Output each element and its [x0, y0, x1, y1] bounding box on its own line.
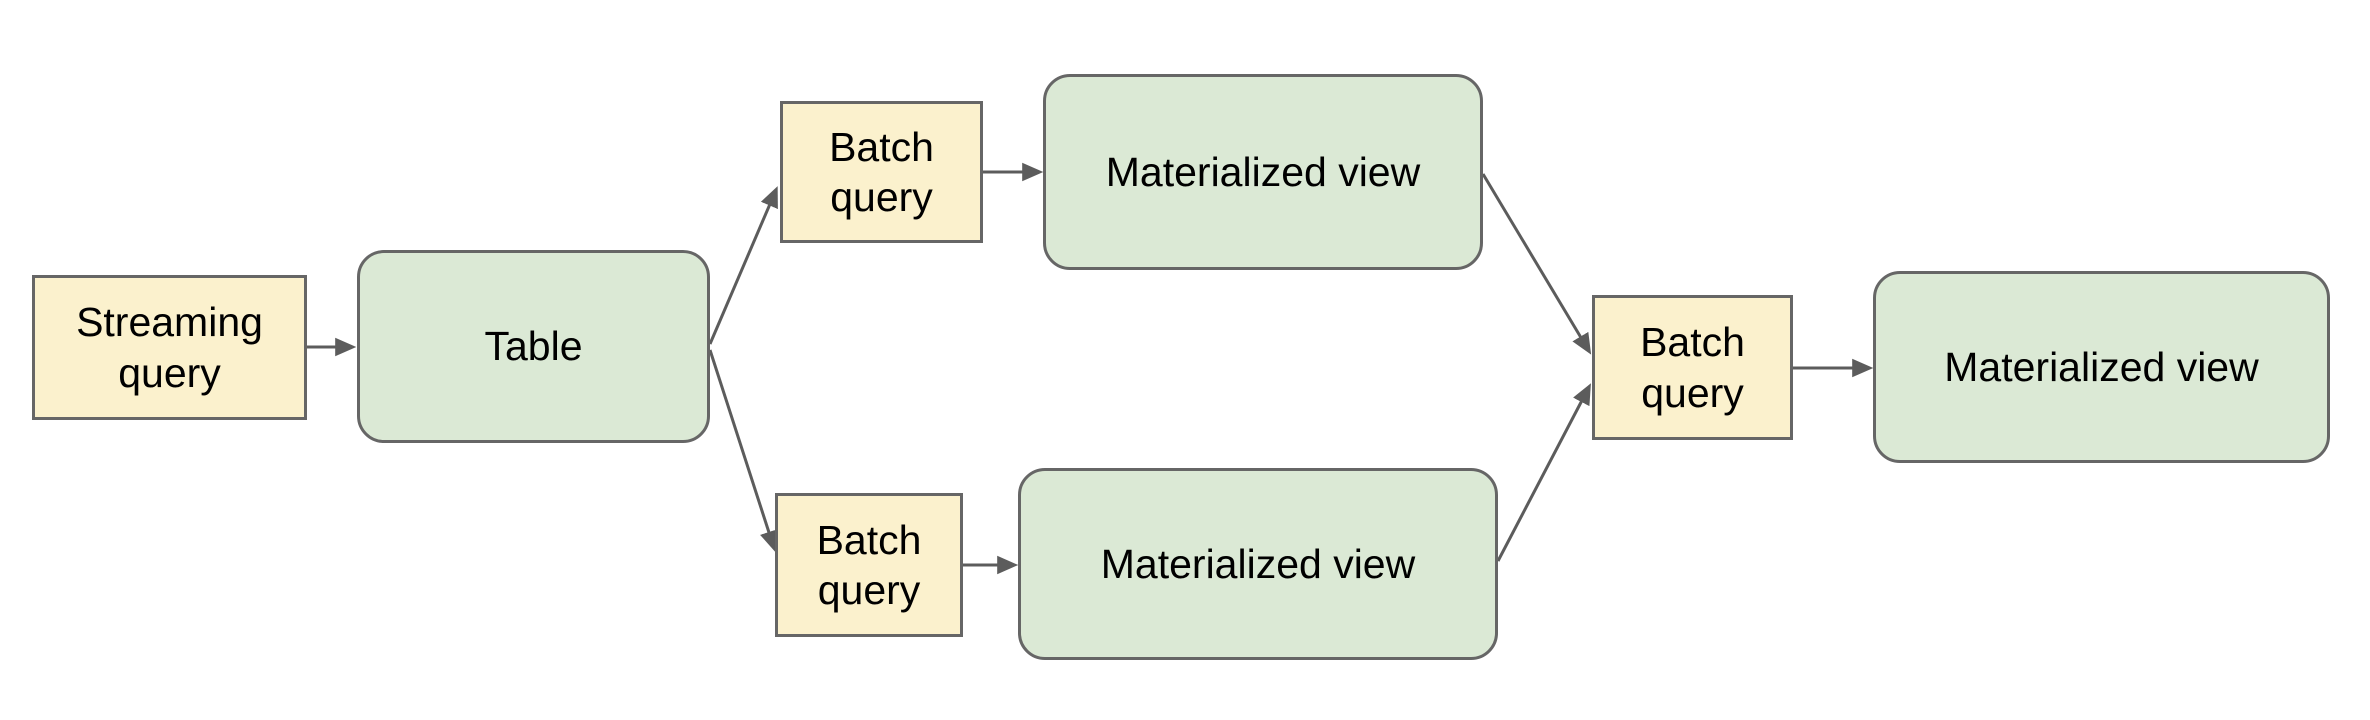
node-table-label: Table — [484, 323, 583, 370]
node-batch-query-top: Batch query — [780, 101, 983, 243]
node-materialized-view-bottom: Materialized view — [1018, 468, 1498, 660]
node-table: Table — [357, 250, 710, 443]
node-streaming-query: Streaming query — [32, 275, 307, 420]
node-batch-query-merge-label: Batch query — [1640, 319, 1745, 416]
node-materialized-view-final: Materialized view — [1873, 271, 2330, 463]
edge-mv-top-to-batch-query-merge — [1481, 173, 1592, 355]
edge-mv-bottom-to-batch-query-merge — [1496, 383, 1591, 562]
node-streaming-query-label: Streaming query — [76, 299, 263, 396]
node-batch-query-top-label: Batch query — [829, 123, 934, 220]
node-batch-query-bottom: Batch query — [775, 493, 963, 637]
edge-table-to-batch-query-bottom — [708, 349, 778, 552]
node-materialized-view-bottom-label: Materialized view — [1100, 540, 1416, 587]
edge-table-to-batch-query-top — [708, 186, 778, 345]
node-materialized-view-final-label: Materialized view — [1944, 343, 2259, 390]
node-batch-query-merge: Batch query — [1592, 295, 1793, 440]
node-batch-query-bottom-label: Batch query — [816, 516, 922, 613]
node-materialized-view-top-label: Materialized view — [1105, 148, 1421, 195]
node-materialized-view-top: Materialized view — [1043, 74, 1483, 270]
